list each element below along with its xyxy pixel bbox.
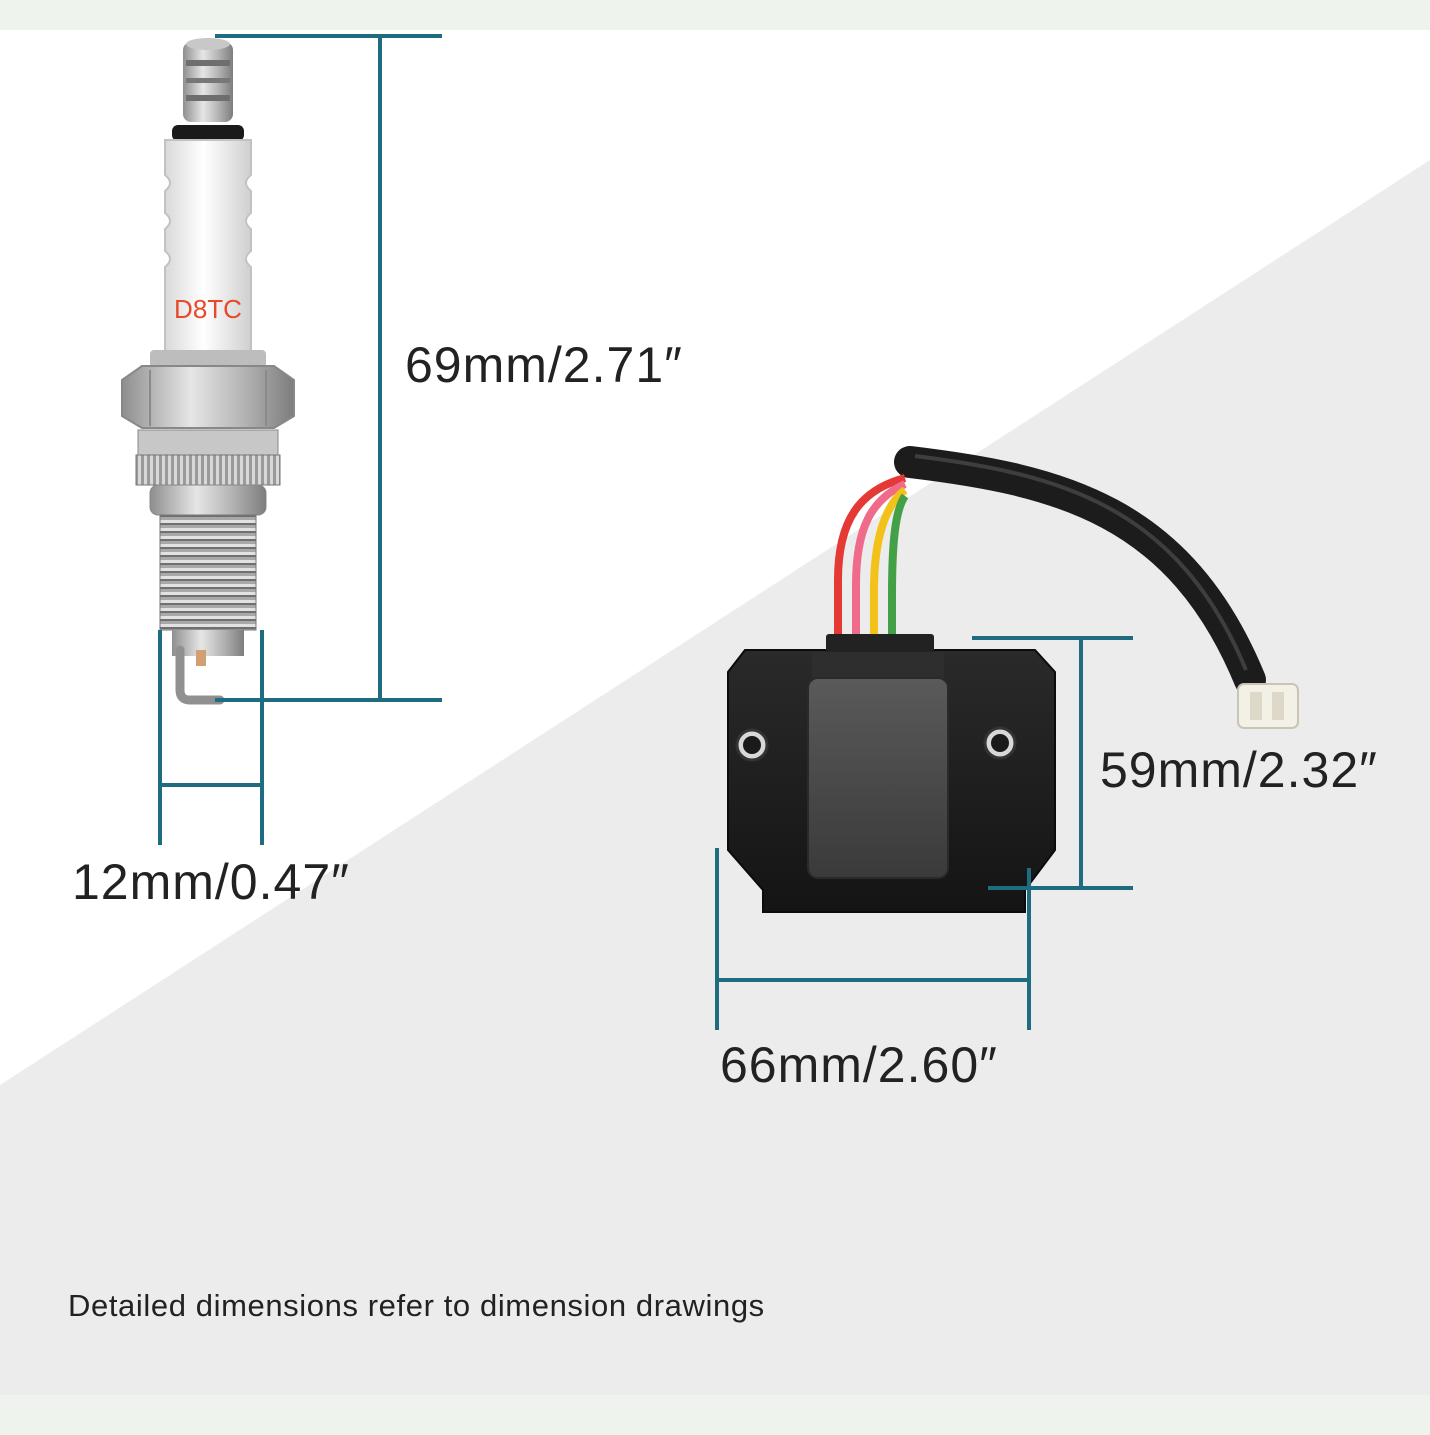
regulator-height-label: 59mm/2.32″ — [1100, 742, 1378, 798]
spark-plug-image: D8TC — [121, 38, 295, 705]
spark-plug-height-label: 69mm/2.71″ — [405, 337, 683, 393]
dimension-lines — [158, 34, 1133, 1030]
caption: Detailed dimensions refer to dimension d… — [68, 1288, 765, 1323]
connector — [1237, 683, 1299, 729]
regulator-image — [727, 446, 1299, 913]
plug-marking: D8TC — [174, 294, 242, 324]
spark-plug-width-label: 12mm/0.47″ — [72, 854, 350, 910]
regulator-width-label: 66mm/2.60″ — [720, 1037, 998, 1093]
background-diagonal — [0, 160, 1430, 1395]
